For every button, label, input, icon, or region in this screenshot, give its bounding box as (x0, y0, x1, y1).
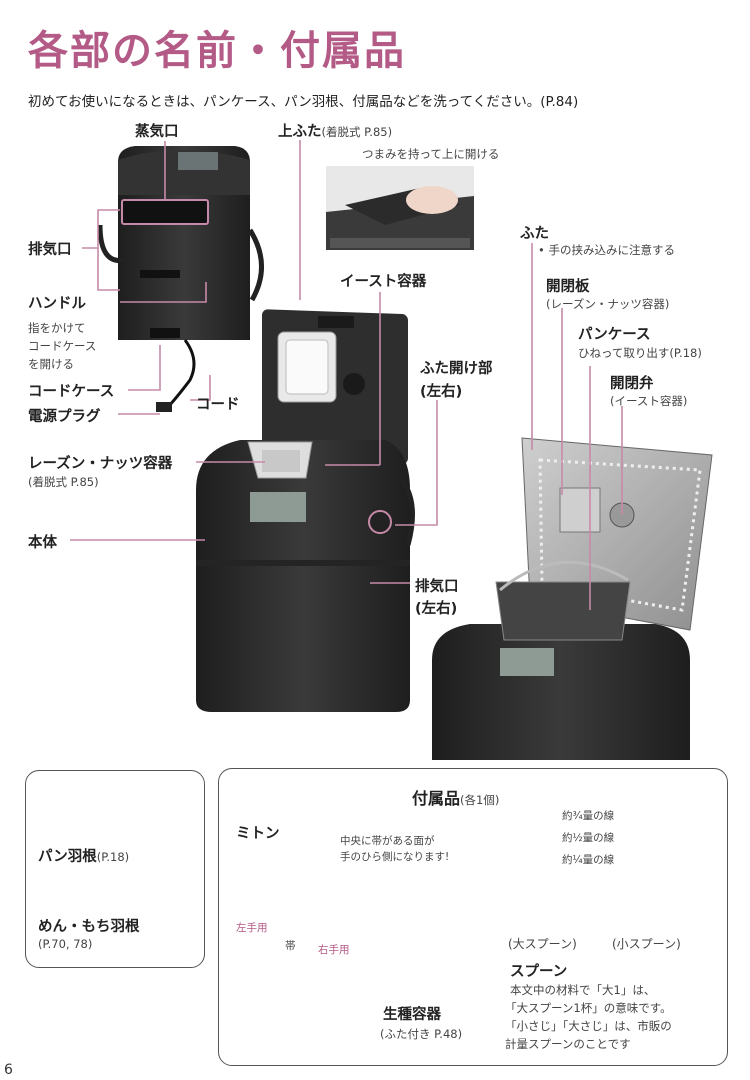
label-lid-note: • 手の挟み込みに注意する (538, 243, 675, 257)
small-machine-illustration (97, 146, 264, 412)
label-band: 帯 (285, 940, 296, 952)
label-cord-case: コードケース (28, 384, 115, 400)
accessories-title: 付属品(各1個) (412, 789, 500, 808)
label-mitten: ミトン (236, 826, 280, 842)
label-raisin-container-ref: (着脱式 P.85) (28, 475, 99, 489)
page-title: 各部の名前・付属品 (28, 28, 406, 74)
intro-text: 初めてお使いになるときは、パンケース、パン羽根、付属品などを洗ってください。(P… (28, 94, 579, 110)
label-upper-lid-ref: (着脱式 P.85) (321, 125, 393, 139)
label-cord-case-tip-2: コードケース (28, 339, 97, 353)
label-spoon: スプーン (510, 964, 568, 980)
label-power-plug: 電源プラグ (28, 409, 101, 425)
lid-photo-inset (326, 166, 474, 250)
open-machine-illustration (432, 437, 713, 760)
label-lid: ふた (520, 226, 549, 242)
label-bread-blade-ref: (P.18) (96, 850, 130, 864)
label-upper-lid-tip: つまみを持って上に開ける (362, 147, 500, 161)
mitten-bubble-line-2: 手のひら側になります! (340, 851, 450, 863)
main-machine-illustration (196, 309, 415, 712)
label-upper-lid: 上ふた(着脱式 P.85) (278, 124, 393, 140)
label-main-body: 本体 (28, 535, 57, 551)
label-bread-case-sub: ひねって取り出す(P.18) (578, 346, 702, 360)
label-noodle-blade-ref: (P.70, 78) (38, 937, 93, 951)
label-small-spoon: (小スプーン) (612, 937, 681, 951)
label-noodle-blade: めん・もち羽根 (38, 919, 140, 935)
label-shutter-valve-sub: (イースト容器) (610, 394, 688, 408)
label-bread-blade: パン羽根(P.18) (38, 849, 130, 865)
spoon-desc-3: 「小さじ」「大さじ」は、市販の (505, 1019, 672, 1033)
leader-lines (70, 140, 623, 610)
accessories-box (218, 768, 728, 1066)
label-exhaust-vent: 排気口 (28, 242, 72, 258)
label-shutter-valve: 開閉弁 (610, 376, 654, 392)
accessories-title-sub: (各1個) (460, 793, 500, 807)
label-shutter-plate: 開閉板 (546, 279, 590, 295)
blades-box (25, 770, 205, 968)
label-steam-vent: 蒸気口 (135, 124, 179, 140)
label-handle: ハンドル (28, 296, 86, 312)
label-bread-case: パンケース (578, 327, 651, 343)
label-shutter-plate-sub: (レーズン・ナッツ容器) (546, 297, 670, 311)
label-large-spoon: (大スプーン) (508, 937, 577, 951)
label-right-hand: 右手用 (318, 944, 350, 956)
page-number: 6 (4, 1062, 13, 1078)
label-lid-open-part: ふた開け部 (420, 361, 493, 377)
label-lid-open-part-side: (左右) (420, 384, 463, 400)
label-yeast-starter: 生種容器 (383, 1007, 441, 1023)
spoon-desc-4: 計量スプーンのことです (505, 1037, 631, 1051)
label-yeast-starter-ref: (ふた付き P.48) (380, 1027, 463, 1041)
label-line-half: 約½量の線 (562, 832, 615, 844)
label-raisin-container: レーズン・ナッツ容器 (28, 456, 173, 472)
label-exhaust-vent-2-side: (左右) (415, 601, 458, 617)
label-cord: コード (196, 397, 240, 413)
label-yeast-container: イースト容器 (340, 274, 427, 290)
label-left-hand: 左手用 (236, 922, 268, 934)
mitten-bubble-line-1: 中央に帯がある面が (340, 835, 435, 847)
label-cord-case-tip-1: 指をかけて (28, 321, 86, 335)
label-cord-case-tip-3: を開ける (28, 357, 74, 371)
label-line-three-quarter: 約¾量の線 (562, 810, 615, 822)
label-line-quarter: 約¼量の線 (562, 854, 615, 866)
spoon-desc-2: 「大スプーン1杯」の意味です。 (505, 1001, 672, 1015)
label-exhaust-vent-2: 排気口 (415, 579, 459, 595)
spoon-desc-1: 本文中の材料で「大1」は、 (510, 983, 656, 997)
